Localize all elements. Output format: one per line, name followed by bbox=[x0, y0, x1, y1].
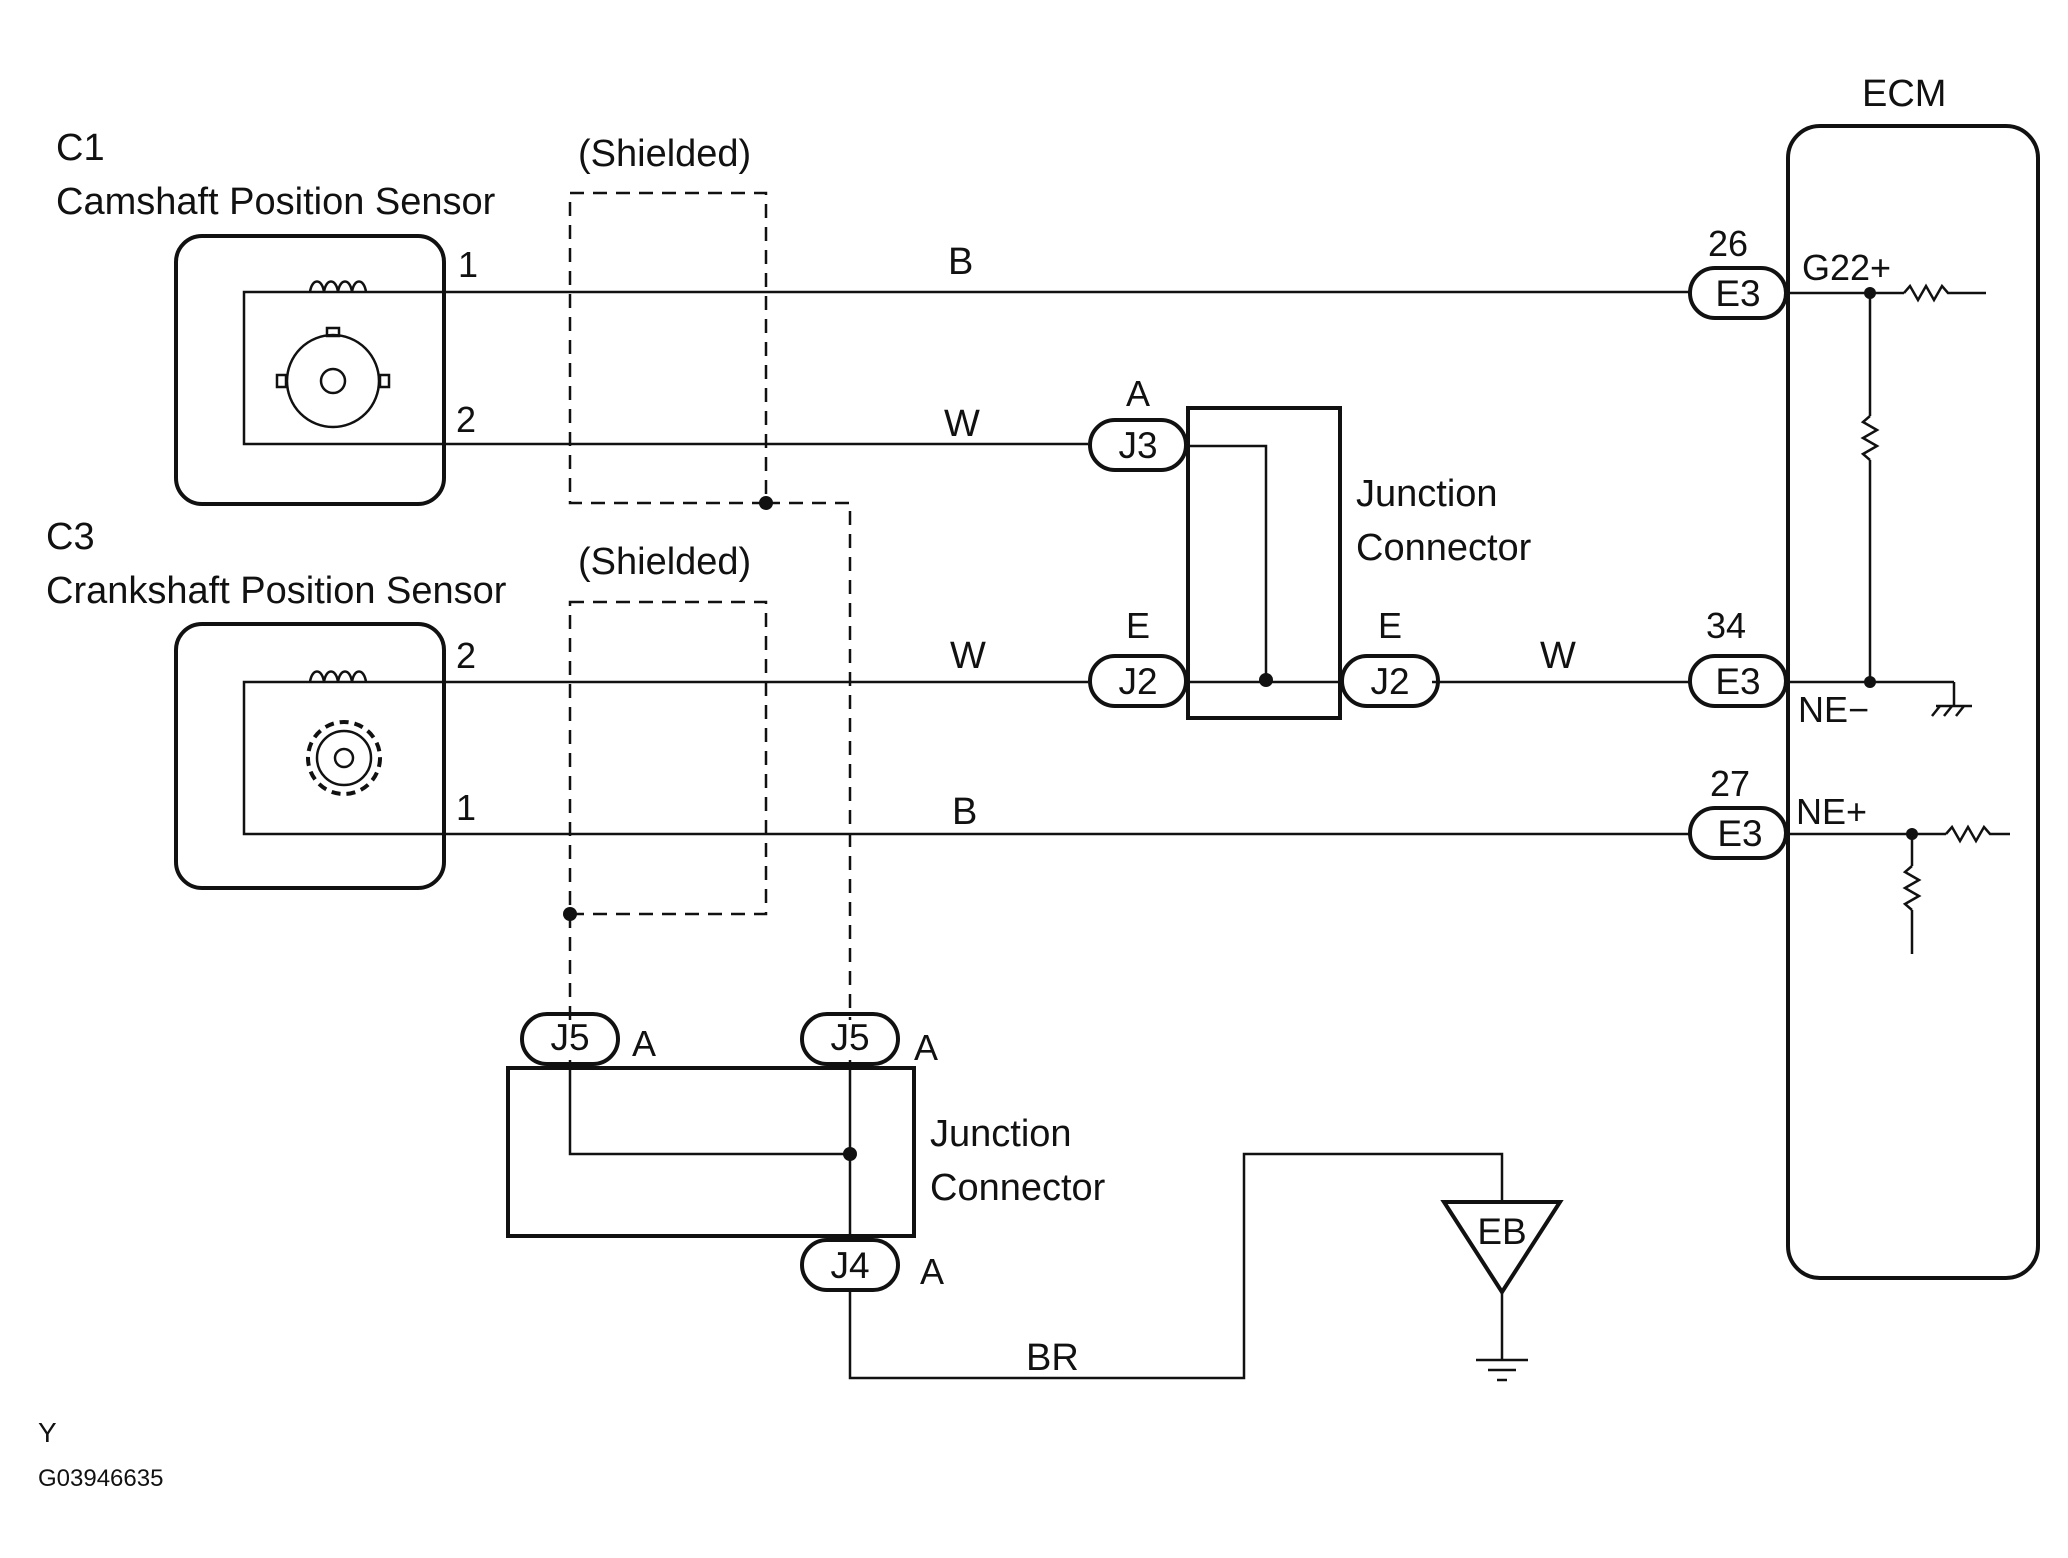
connector-e3-27-label: E3 bbox=[1717, 813, 1762, 854]
connector-j4-pin: A bbox=[920, 1251, 944, 1292]
connector-j2-left-pin: E bbox=[1126, 605, 1150, 646]
crank-pin-2: 2 bbox=[456, 635, 476, 676]
crank-sensor-code: C3 bbox=[46, 516, 95, 558]
cam-pin-1: 1 bbox=[458, 244, 478, 285]
connector-j3-pin: A bbox=[1126, 373, 1150, 414]
cam-pin-2: 2 bbox=[456, 399, 476, 440]
ecm-title: ECM bbox=[1862, 73, 1946, 115]
connector-j3-label: J3 bbox=[1118, 425, 1157, 466]
connector-j4-label: J4 bbox=[830, 1245, 869, 1286]
junction-bottom-label-2: Connector bbox=[930, 1167, 1106, 1209]
ecm-pin-26: 26 bbox=[1708, 223, 1748, 264]
ecm-signal-g22: G22+ bbox=[1802, 247, 1891, 288]
connector-e3-26-label: E3 bbox=[1715, 273, 1760, 314]
connector-j5-left-label: J5 bbox=[550, 1017, 589, 1058]
ecm-signal-ne-plus: NE+ bbox=[1796, 791, 1867, 832]
crank-sensor-name: Crankshaft Position Sensor bbox=[46, 570, 507, 612]
connector-j2-right-label: J2 bbox=[1370, 661, 1409, 702]
shield-label-upper: (Shielded) bbox=[578, 133, 751, 175]
connector-j2-right-pin: E bbox=[1378, 605, 1402, 646]
shield-upper bbox=[568, 191, 768, 505]
ecm-pin-34: 34 bbox=[1706, 605, 1746, 646]
ecm-internal-circuit bbox=[1786, 283, 2010, 954]
crank-pin-1: 1 bbox=[456, 787, 476, 828]
crank-gear-icon bbox=[306, 720, 382, 796]
ecm-signal-ne-minus: NE− bbox=[1798, 689, 1869, 730]
junction-connector-right bbox=[1186, 406, 1342, 720]
footer-code: Y bbox=[38, 1417, 57, 1448]
wire-color-5: B bbox=[952, 791, 977, 833]
ground-label: EB bbox=[1477, 1211, 1526, 1252]
junction-bottom-label-1: Junction bbox=[930, 1113, 1072, 1155]
wire-ground bbox=[848, 1152, 1504, 1380]
connector-j5-right bbox=[800, 1012, 900, 1066]
cam-sensor-name: Camshaft Position Sensor bbox=[56, 181, 496, 223]
figure-id: G03946635 bbox=[38, 1465, 163, 1492]
connector-j5-left bbox=[520, 1012, 620, 1066]
connector-j5-right-label: J5 bbox=[830, 1017, 869, 1058]
shield-drain-upper bbox=[766, 501, 852, 1020]
shield-splice-upper bbox=[759, 496, 773, 510]
cam-coil-icon bbox=[308, 280, 368, 293]
shield-label-lower: (Shielded) bbox=[578, 541, 751, 583]
cam-rotor-icon bbox=[275, 326, 391, 429]
cam-sensor-code: C1 bbox=[56, 127, 105, 169]
wire-color-4: W bbox=[1540, 635, 1576, 677]
connector-j2-left bbox=[1088, 654, 1188, 708]
connector-j3 bbox=[1088, 418, 1188, 472]
connector-j2-right bbox=[1340, 654, 1440, 708]
wire-color-2: W bbox=[944, 403, 980, 445]
ground-point bbox=[1440, 1200, 1564, 1382]
ecm-box bbox=[1786, 124, 2040, 1280]
junction-right-label-1: Junction bbox=[1356, 473, 1498, 515]
crankshaft-sensor bbox=[174, 622, 446, 890]
wire-color-6: BR bbox=[1026, 1337, 1079, 1379]
connector-j5-left-pin: A bbox=[632, 1023, 656, 1064]
junction-connector-bottom bbox=[506, 1060, 916, 1240]
crank-coil-icon bbox=[308, 670, 368, 683]
shield-splice-lower bbox=[563, 907, 577, 921]
wire-color-3: W bbox=[950, 635, 986, 677]
connector-j5-right-pin: A bbox=[914, 1027, 938, 1068]
shield-lower bbox=[568, 600, 768, 916]
ecm-pin-27: 27 bbox=[1710, 763, 1750, 804]
connector-e3-34-label: E3 bbox=[1715, 661, 1760, 702]
wire-color-1: B bbox=[948, 241, 973, 283]
junction-right-label-2: Connector bbox=[1356, 527, 1532, 569]
connector-j2-left-label: J2 bbox=[1118, 661, 1157, 702]
camshaft-sensor bbox=[174, 234, 446, 506]
